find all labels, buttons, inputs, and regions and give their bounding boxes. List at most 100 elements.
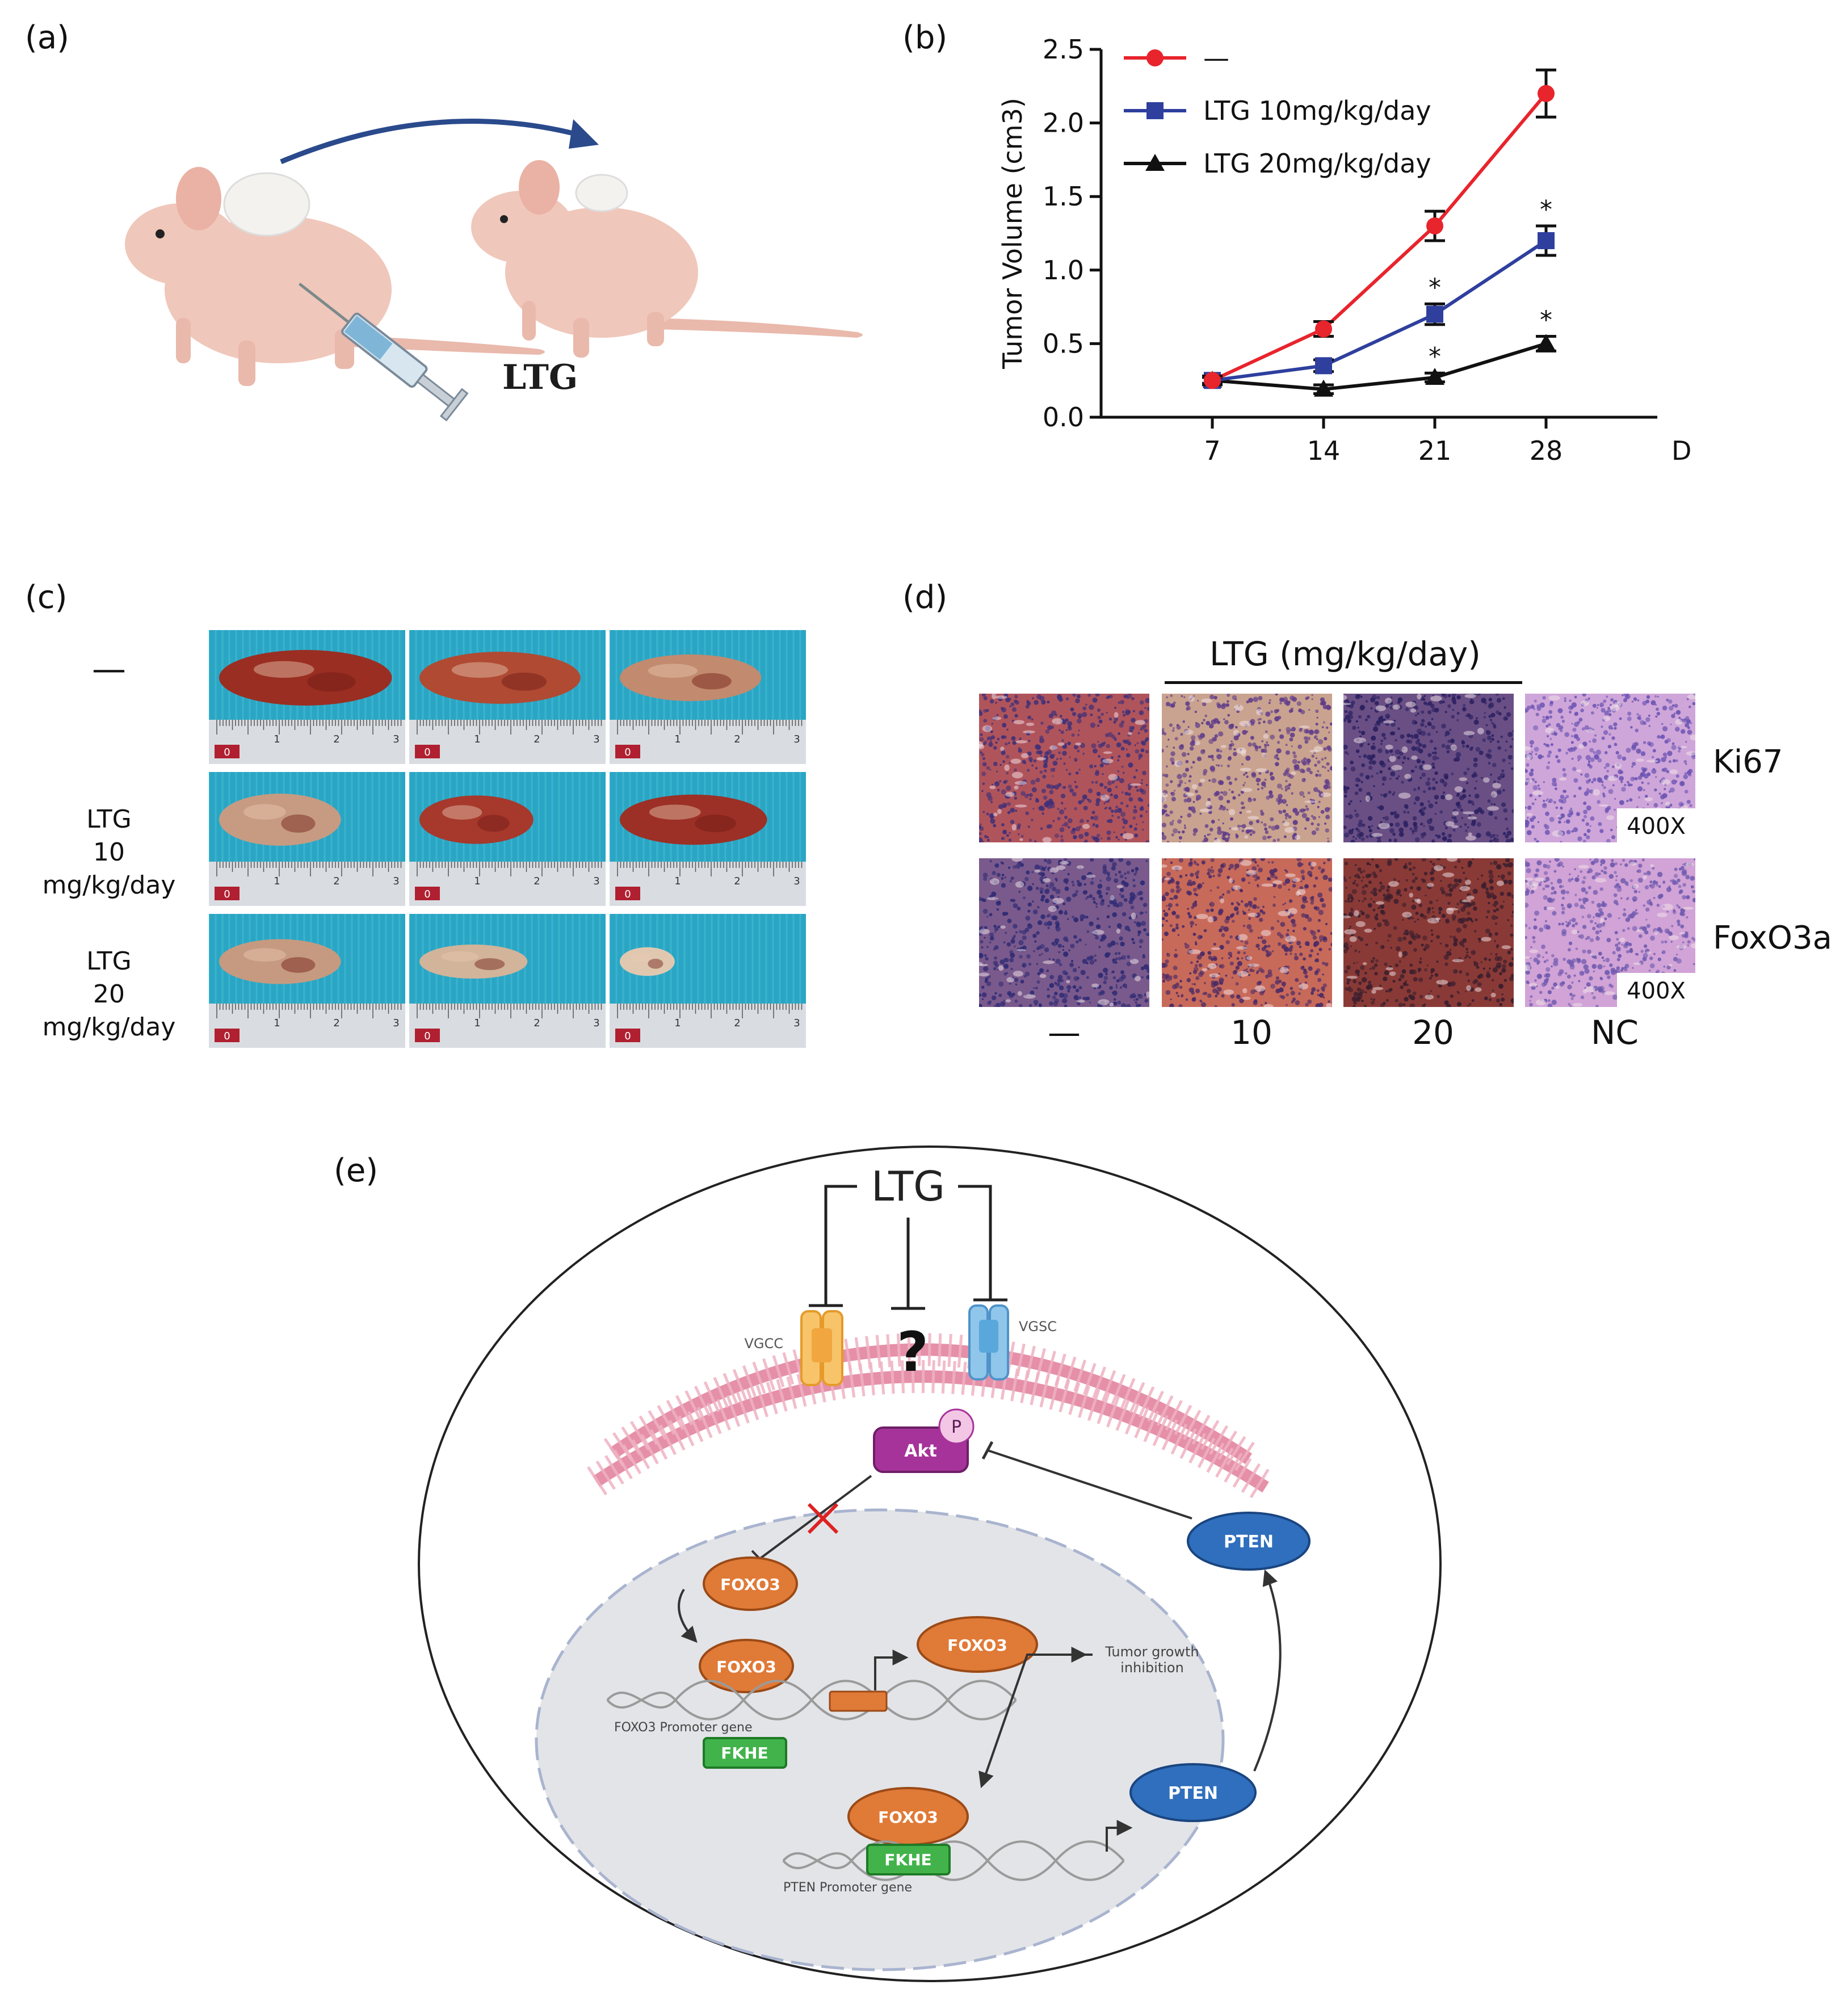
cell-nucleus xyxy=(1405,879,1408,882)
cell-nucleus xyxy=(1007,991,1012,996)
cell-nucleus xyxy=(1484,996,1488,1001)
cell-nucleus xyxy=(1674,703,1678,708)
cell-nucleus xyxy=(1502,758,1506,762)
cell-nucleus xyxy=(1001,883,1006,888)
cell-nucleus xyxy=(1315,773,1318,777)
cell-nucleus xyxy=(1018,1004,1023,1007)
y-tick-label: 0.0 xyxy=(1043,402,1084,433)
cell-nucleus xyxy=(1601,781,1604,784)
cell-nucleus xyxy=(1182,720,1185,723)
ruler-zero: 0 xyxy=(224,888,230,900)
cell-nucleus xyxy=(1442,836,1447,841)
tumor-mass xyxy=(419,944,528,979)
cell-nucleus xyxy=(1274,709,1279,714)
cell-nucleus xyxy=(1212,955,1217,961)
cell-nucleus xyxy=(1382,1001,1386,1005)
cell-nucleus xyxy=(1492,723,1496,727)
cell-nucleus xyxy=(1473,787,1477,790)
cell-nucleus xyxy=(1502,775,1505,778)
cell-nucleus xyxy=(1496,916,1498,919)
cell-nucleus xyxy=(1306,758,1311,763)
cell-nucleus xyxy=(1491,914,1497,920)
row-label-line1: LTG xyxy=(86,805,132,834)
y-tick-label: 0.5 xyxy=(1043,328,1084,359)
cell-nucleus xyxy=(1054,992,1058,996)
cell-nucleus xyxy=(1038,945,1042,950)
cell-nucleus xyxy=(1070,707,1074,712)
cell-nucleus xyxy=(1223,718,1225,720)
cell-nucleus xyxy=(1297,862,1303,867)
cell-nucleus xyxy=(1409,867,1412,871)
cell-nucleus xyxy=(999,780,1002,783)
cell-nucleus xyxy=(1304,827,1307,830)
cell-nucleus xyxy=(1192,832,1196,836)
cell-nucleus xyxy=(1121,955,1126,960)
cell-nucleus xyxy=(1049,790,1054,795)
cell-nucleus xyxy=(1348,802,1351,805)
cell-nucleus xyxy=(1465,947,1469,951)
cell-nucleus xyxy=(1494,932,1498,936)
cell-nucleus xyxy=(1250,989,1255,994)
cell-nucleus xyxy=(1328,877,1332,882)
cell-nucleus xyxy=(1498,875,1500,878)
cell-nucleus xyxy=(1241,900,1244,903)
cell-nucleus xyxy=(995,741,998,744)
cell-nucleus xyxy=(1073,935,1077,939)
cell-nucleus xyxy=(1458,910,1460,913)
tissue-gap xyxy=(1236,946,1248,950)
cell-nucleus xyxy=(1467,893,1469,896)
cell-nucleus xyxy=(983,742,986,745)
cell-nucleus xyxy=(1213,695,1217,700)
cell-nucleus xyxy=(1510,924,1513,928)
cell-nucleus xyxy=(1615,750,1619,755)
cell-nucleus xyxy=(1041,867,1046,871)
tissue-gap xyxy=(1015,881,1024,888)
cell-nucleus xyxy=(1582,839,1586,842)
cell-nucleus xyxy=(1090,880,1094,886)
cell-nucleus xyxy=(1309,799,1312,801)
cell-nucleus xyxy=(1565,819,1570,824)
cell-nucleus xyxy=(1488,998,1492,1001)
cell-nucleus xyxy=(1381,945,1385,949)
cell-nucleus xyxy=(1555,806,1559,809)
cell-nucleus xyxy=(1059,729,1061,732)
cell-nucleus xyxy=(1370,707,1373,710)
cell-nucleus xyxy=(1534,781,1537,783)
cell-nucleus xyxy=(1013,903,1018,908)
cell-nucleus xyxy=(990,730,993,733)
cell-nucleus xyxy=(1431,717,1434,720)
cell-nucleus xyxy=(1279,934,1284,939)
cell-nucleus xyxy=(1017,823,1021,827)
cell-nucleus xyxy=(1097,741,1099,743)
cell-nucleus xyxy=(1196,960,1199,963)
cell-nucleus xyxy=(1416,934,1421,939)
cell-nucleus xyxy=(1570,735,1573,737)
cell-nucleus xyxy=(1317,823,1320,826)
tissue-gap xyxy=(1127,732,1132,735)
cell-nucleus xyxy=(1265,711,1271,717)
cell-nucleus xyxy=(1015,983,1018,986)
tissue-gap xyxy=(1372,987,1384,991)
cell-nucleus xyxy=(1020,791,1026,796)
cell-nucleus xyxy=(1185,998,1188,1001)
cell-nucleus xyxy=(1119,723,1124,728)
cell-nucleus xyxy=(1661,723,1664,725)
cell-nucleus xyxy=(1232,796,1236,800)
tissue-gap xyxy=(1131,912,1136,920)
cell-nucleus xyxy=(1101,742,1105,746)
cell-nucleus xyxy=(1460,825,1462,828)
cell-nucleus xyxy=(1459,795,1464,801)
cell-nucleus xyxy=(1225,703,1229,707)
cell-nucleus xyxy=(1400,985,1404,989)
cell-nucleus xyxy=(1249,821,1253,825)
cell-nucleus xyxy=(1112,901,1118,907)
cell-nucleus xyxy=(1353,1000,1357,1005)
cell-nucleus xyxy=(1090,858,1094,862)
cell-nucleus xyxy=(1064,816,1068,819)
cell-nucleus xyxy=(1230,740,1233,742)
cell-nucleus xyxy=(1033,759,1037,763)
tissue-gap xyxy=(1389,971,1396,976)
cell-nucleus xyxy=(1627,711,1632,716)
tumor-highlight xyxy=(253,661,314,678)
cell-nucleus xyxy=(1317,892,1323,898)
